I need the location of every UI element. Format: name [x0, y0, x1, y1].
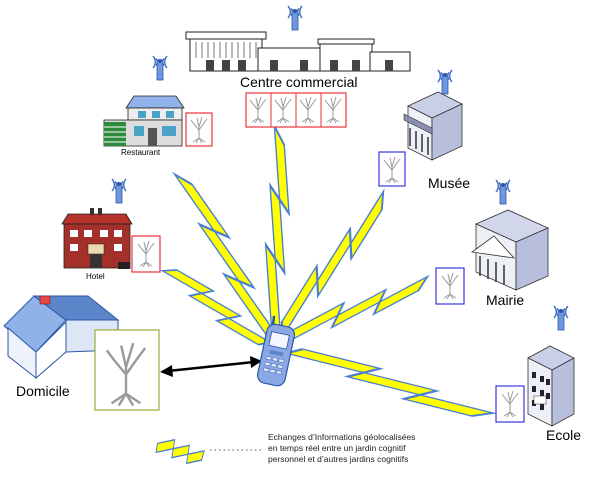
antenna-centre-commercial — [287, 5, 303, 31]
garden-musee — [378, 151, 406, 187]
legend-bolt — [153, 433, 207, 470]
domicile-phone-arrow — [160, 356, 262, 377]
legend-caption: Echanges d’Informations géolocalisées en… — [268, 432, 415, 465]
antenna-hotel — [111, 178, 127, 204]
musee-building — [403, 91, 463, 161]
bolt-hotel — [153, 262, 280, 351]
label-hotel: Hotel — [86, 272, 105, 281]
label-centre-commercial: Centre commercial — [240, 74, 358, 90]
antenna-mairie — [495, 179, 511, 205]
hotel-building — [61, 208, 133, 269]
garden-ecole — [495, 385, 525, 423]
label-musee: Musée — [428, 175, 471, 191]
antenna-ecole — [553, 305, 569, 331]
centre-commercial-building — [185, 31, 411, 72]
bolt-ecole — [280, 343, 499, 423]
bolt-musee — [273, 181, 392, 348]
garden-centre-commercial — [245, 92, 347, 128]
legend-line-3: personnel et d’autres jardins cognitifs — [268, 454, 409, 464]
restaurant-building — [103, 95, 185, 147]
garden-hotel — [131, 235, 161, 273]
mobile-phone — [256, 315, 296, 387]
antenna-restaurant — [152, 55, 168, 81]
ecole-building — [527, 345, 575, 427]
garden-restaurant — [185, 112, 213, 147]
legend-line-1: Echanges d’Informations géolocalisées — [268, 432, 416, 442]
mairie-building — [470, 209, 549, 291]
antenna-musee — [437, 69, 453, 95]
label-domicile: Domicile — [16, 383, 70, 399]
garden-mairie — [435, 267, 465, 305]
bolt-mairie — [281, 261, 433, 358]
legend-line-2: en temps réel entre un jardin cognitif — [268, 443, 406, 453]
label-restaurant: Restaurant — [121, 148, 161, 157]
label-mairie: Mairie — [486, 292, 525, 308]
label-ecole: Ecole — [546, 427, 582, 443]
garden-domicile — [94, 329, 160, 411]
